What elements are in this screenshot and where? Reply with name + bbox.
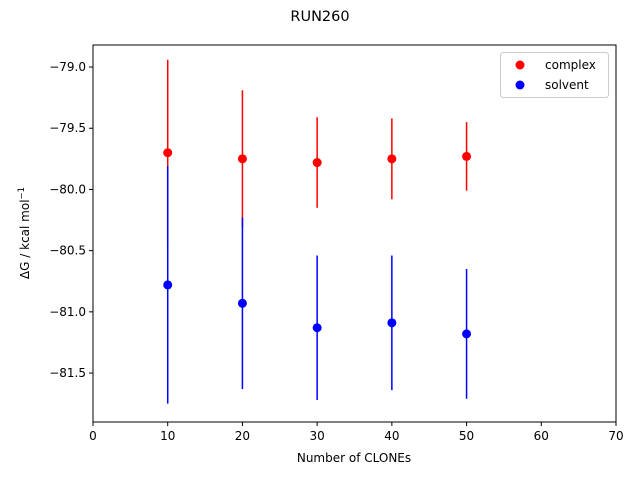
y-axis-label-exponent: −1 (17, 187, 27, 200)
x-tick-label: 20 (235, 429, 250, 443)
x-tick-label: 50 (459, 429, 474, 443)
x-tick-label: 10 (160, 429, 175, 443)
x-tick-label: 0 (89, 429, 97, 443)
chart-title: RUN260 (290, 9, 349, 25)
x-axis-label: Number of CLONEs (297, 451, 411, 465)
legend: complex solvent (500, 52, 609, 98)
legend-marker-solvent (515, 80, 525, 90)
x-axis: 0 10 20 30 40 50 60 70 (89, 422, 624, 443)
legend-label-solvent: solvent (545, 78, 589, 92)
y-tick-label: −79.0 (49, 60, 86, 74)
solvent-point (462, 329, 472, 339)
axes-frame (92, 44, 617, 423)
complex-point (237, 154, 247, 164)
y-axis-label-text: ΔG / kcal mol (18, 199, 32, 279)
solvent-point (237, 298, 247, 308)
y-axis-label: ΔG / kcal mol−1 (17, 187, 32, 279)
solvent-point (163, 280, 173, 290)
plot-area (163, 59, 472, 404)
x-tick-label: 40 (384, 429, 399, 443)
y-tick-label: −79.5 (49, 121, 86, 135)
complex-point (387, 154, 397, 164)
y-tick-label: −81.0 (49, 305, 86, 319)
x-tick-label: 30 (310, 429, 325, 443)
y-tick-label: −81.5 (49, 366, 86, 380)
series-complex (163, 59, 472, 246)
series-solvent (163, 166, 472, 404)
x-tick-label: 60 (534, 429, 549, 443)
complex-point (163, 148, 173, 158)
x-tick-label: 70 (608, 429, 623, 443)
complex-point (312, 158, 322, 168)
complex-point (462, 151, 472, 161)
solvent-point (387, 318, 397, 328)
y-axis: −79.0 −79.5 −80.0 −80.5 −81.0 −81.5 (49, 60, 93, 380)
legend-box (500, 52, 609, 98)
solvent-point (312, 323, 322, 333)
legend-label-complex: complex (545, 58, 596, 72)
legend-marker-complex (515, 60, 525, 70)
y-tick-label: −80.0 (49, 182, 86, 196)
y-tick-label: −80.5 (49, 244, 86, 258)
